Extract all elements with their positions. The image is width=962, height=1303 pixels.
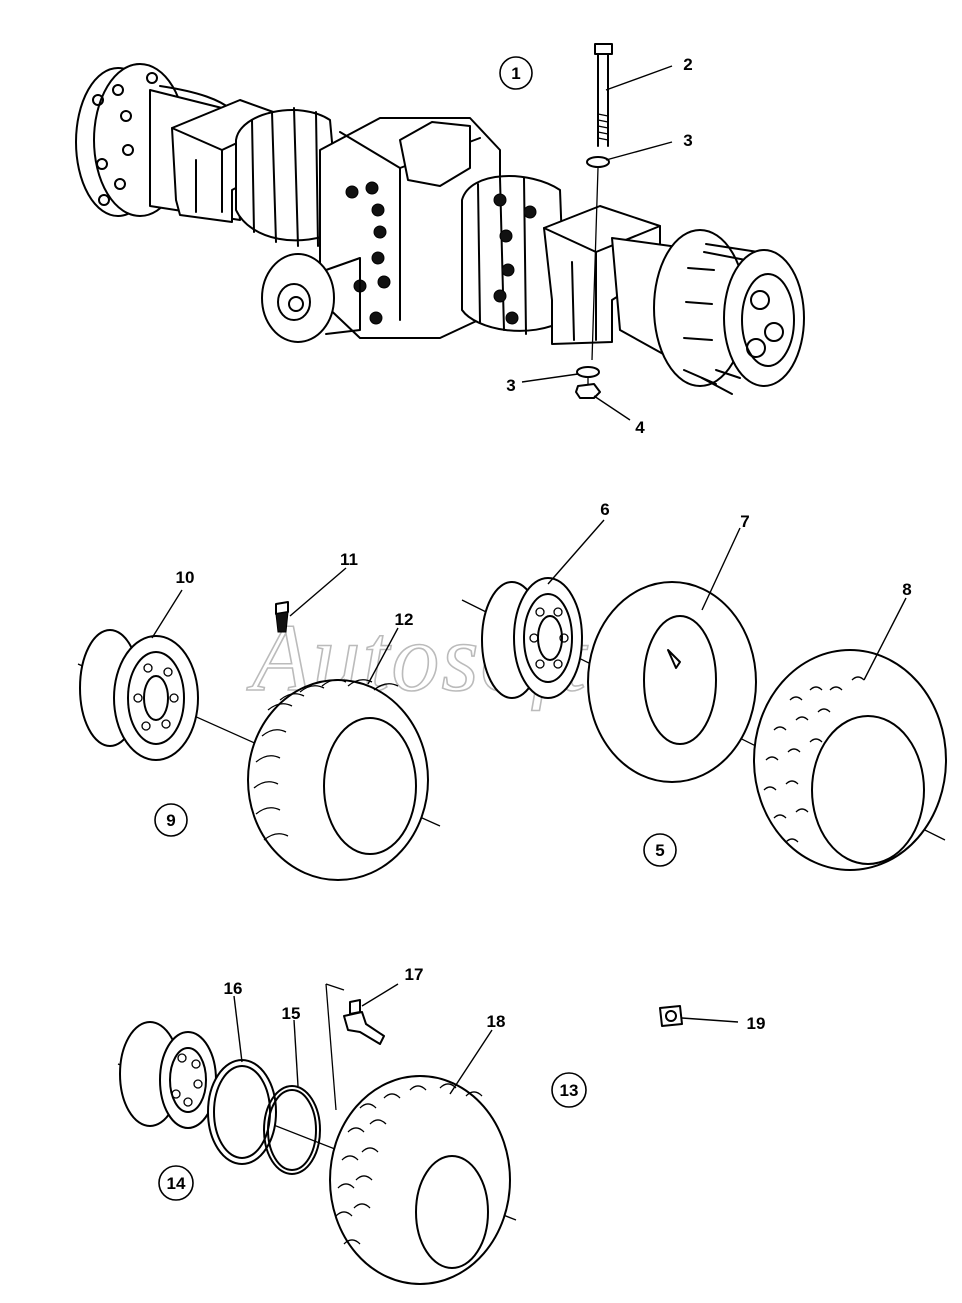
wheel-set-5 [461, 577, 947, 871]
nut [575, 383, 601, 399]
wheel-set-9 [77, 601, 441, 881]
svg-text:13: 13 [560, 1081, 579, 1100]
washer-bottom [576, 366, 600, 378]
axle-assembly [75, 63, 805, 395]
callout-5: 5 [643, 833, 677, 867]
callout-3-bottom: 3 [506, 376, 515, 395]
callout-19: 19 [747, 1014, 766, 1033]
svg-text:1: 1 [511, 64, 520, 83]
svg-text:14: 14 [167, 1174, 186, 1193]
callout-7: 7 [740, 512, 749, 531]
callout-15: 15 [282, 1004, 301, 1023]
callout-8: 8 [902, 580, 911, 599]
callout-3-top: 3 [683, 131, 692, 150]
mounting-bolt [594, 43, 613, 147]
callout-18: 18 [487, 1012, 506, 1031]
callout-17: 17 [405, 965, 424, 984]
callout-10: 10 [176, 568, 195, 587]
callout-4: 4 [635, 418, 645, 437]
callout-14: 14 [158, 1165, 194, 1201]
callout-11: 11 [340, 550, 358, 569]
svg-text:9: 9 [166, 811, 175, 830]
callout-6: 6 [600, 500, 609, 519]
callout-16: 16 [224, 979, 243, 998]
wheel-set-13 [117, 983, 517, 1285]
callout-13: 13 [551, 1072, 587, 1108]
callout-1: 1 [499, 56, 533, 90]
callout-9: 9 [154, 803, 188, 837]
washer-top [586, 156, 610, 168]
svg-text:5: 5 [655, 841, 664, 860]
plate-19 [659, 1005, 683, 1027]
callout-12: 12 [395, 610, 414, 629]
leader-lines [151, 65, 907, 1095]
callout-2: 2 [683, 55, 692, 74]
